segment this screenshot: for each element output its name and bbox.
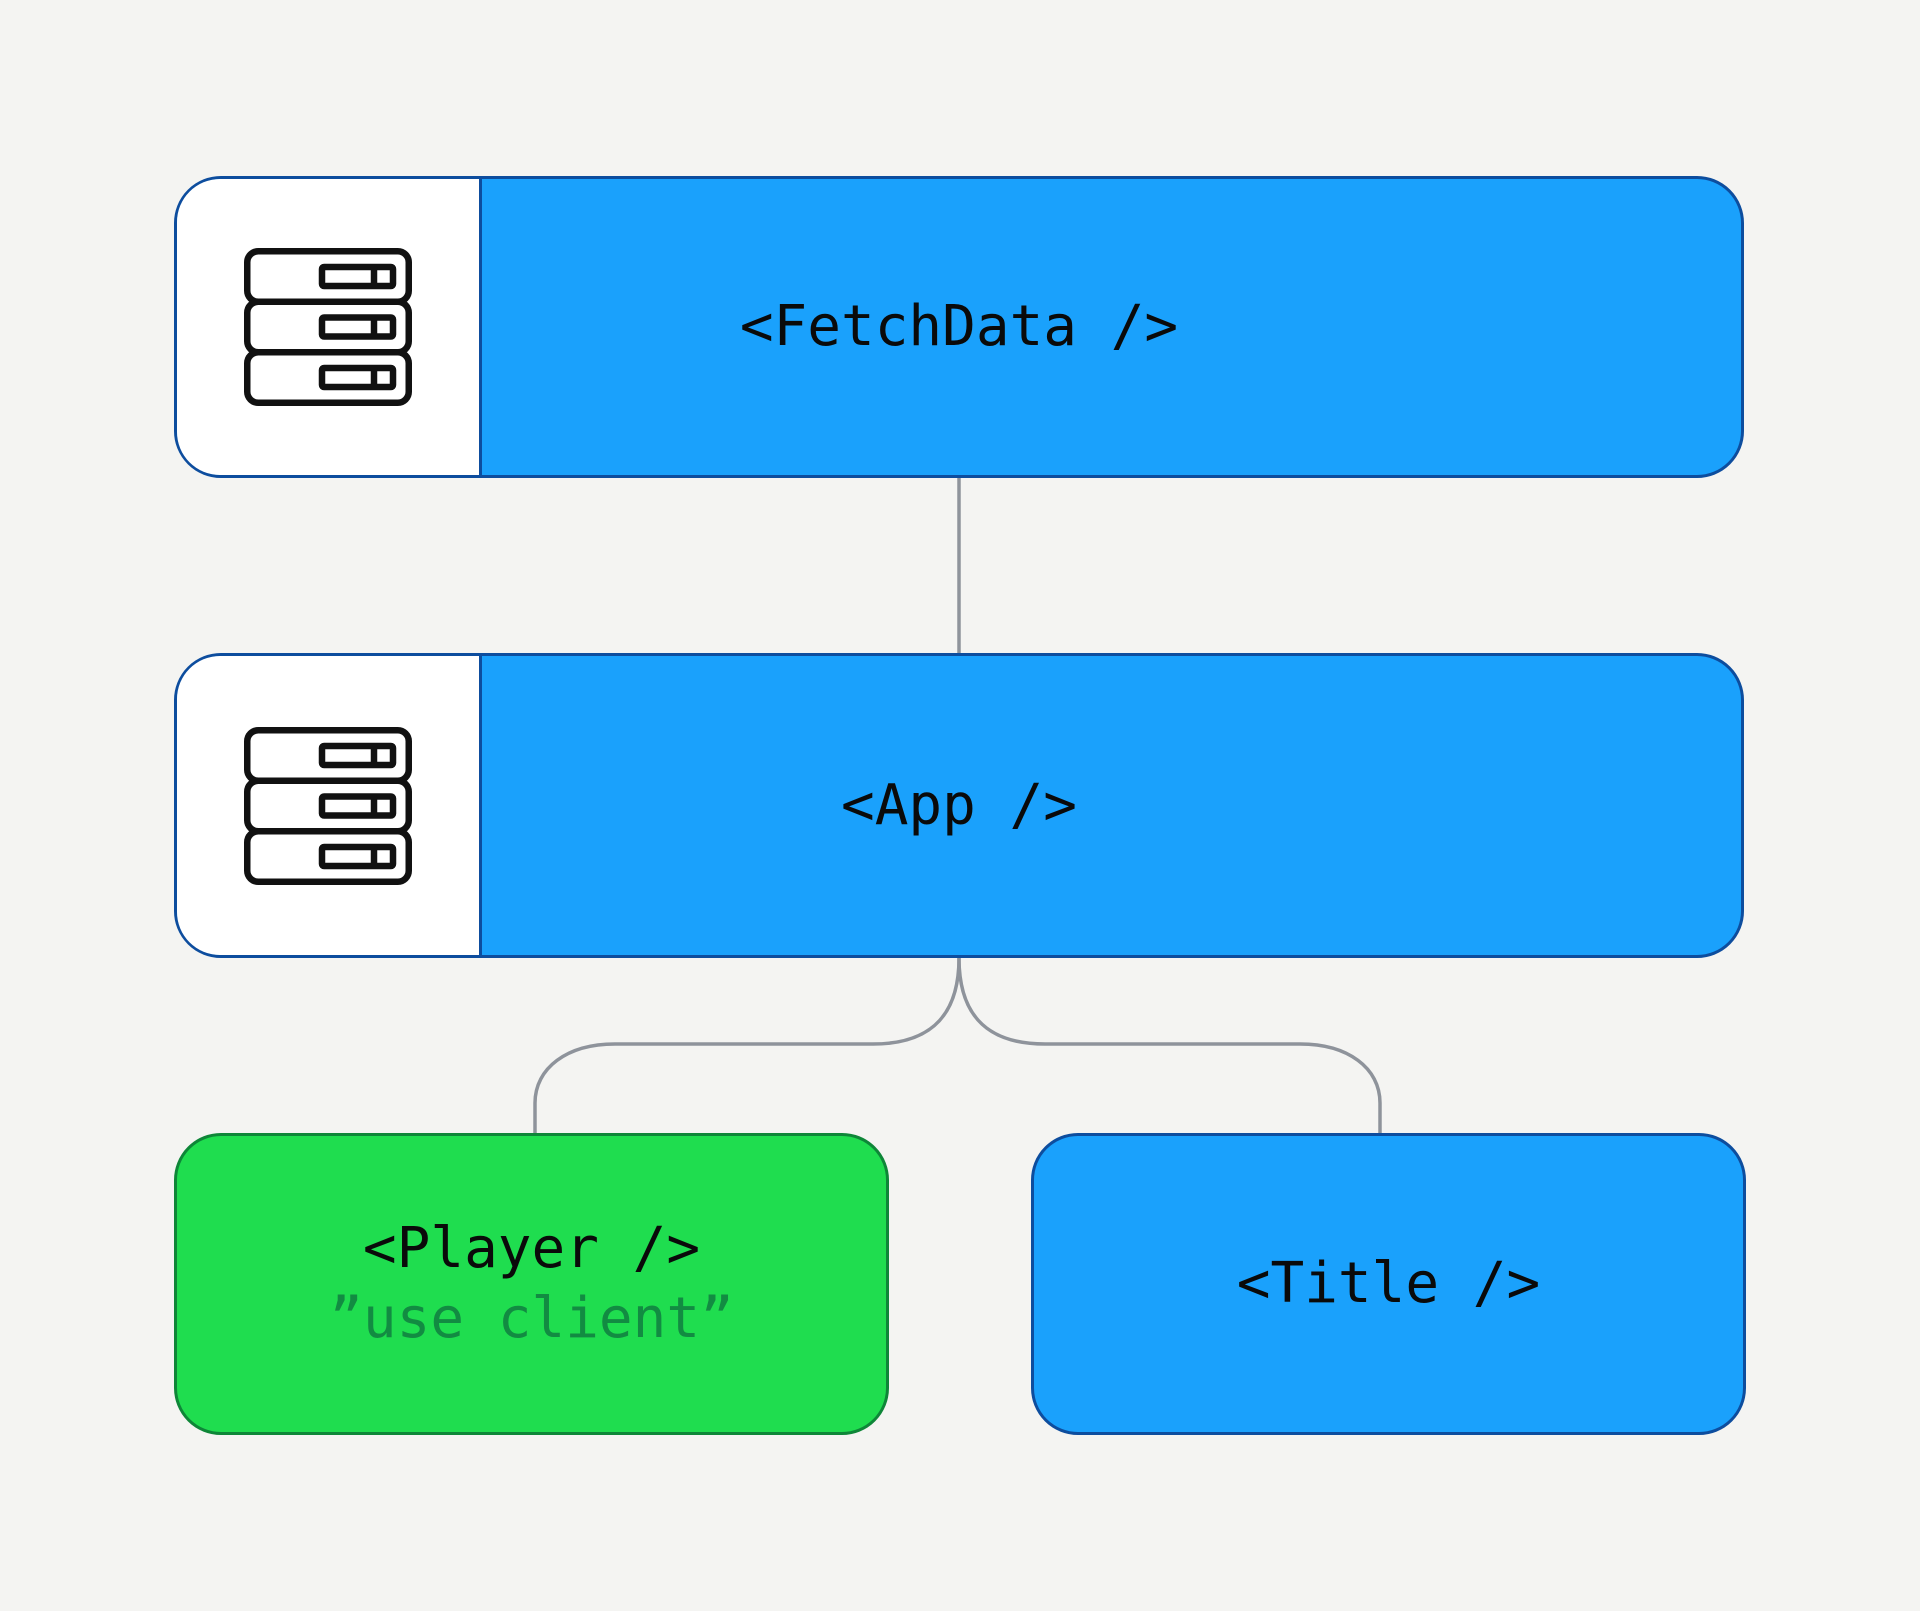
node-title: <Title />: [1031, 1133, 1746, 1435]
node-player: <Player /> ”use client”: [174, 1133, 889, 1435]
server-rack-icon: [244, 248, 412, 406]
edge-app-title: [957, 957, 1382, 1133]
node-player-label: <Player /> ”use client”: [177, 1136, 886, 1432]
node-title-label-text: <Title />: [1236, 1251, 1541, 1316]
server-icon-panel: [177, 179, 482, 475]
node-fetchdata-label-text: <FetchData />: [739, 294, 1179, 359]
node-app: <App />: [174, 653, 1744, 958]
node-title-label: <Title />: [1034, 1136, 1743, 1432]
server-icon-panel: [177, 656, 482, 955]
node-app-label: <App />: [177, 656, 1741, 955]
node-player-sublabel-text: ”use client”: [329, 1286, 734, 1351]
node-fetchdata: <FetchData />: [174, 176, 1744, 478]
node-player-label-text: <Player />: [362, 1216, 701, 1281]
edge-app-player: [533, 957, 961, 1133]
node-app-label-text: <App />: [840, 772, 1077, 838]
server-rack-icon: [244, 726, 412, 885]
node-fetchdata-label: <FetchData />: [177, 179, 1741, 475]
